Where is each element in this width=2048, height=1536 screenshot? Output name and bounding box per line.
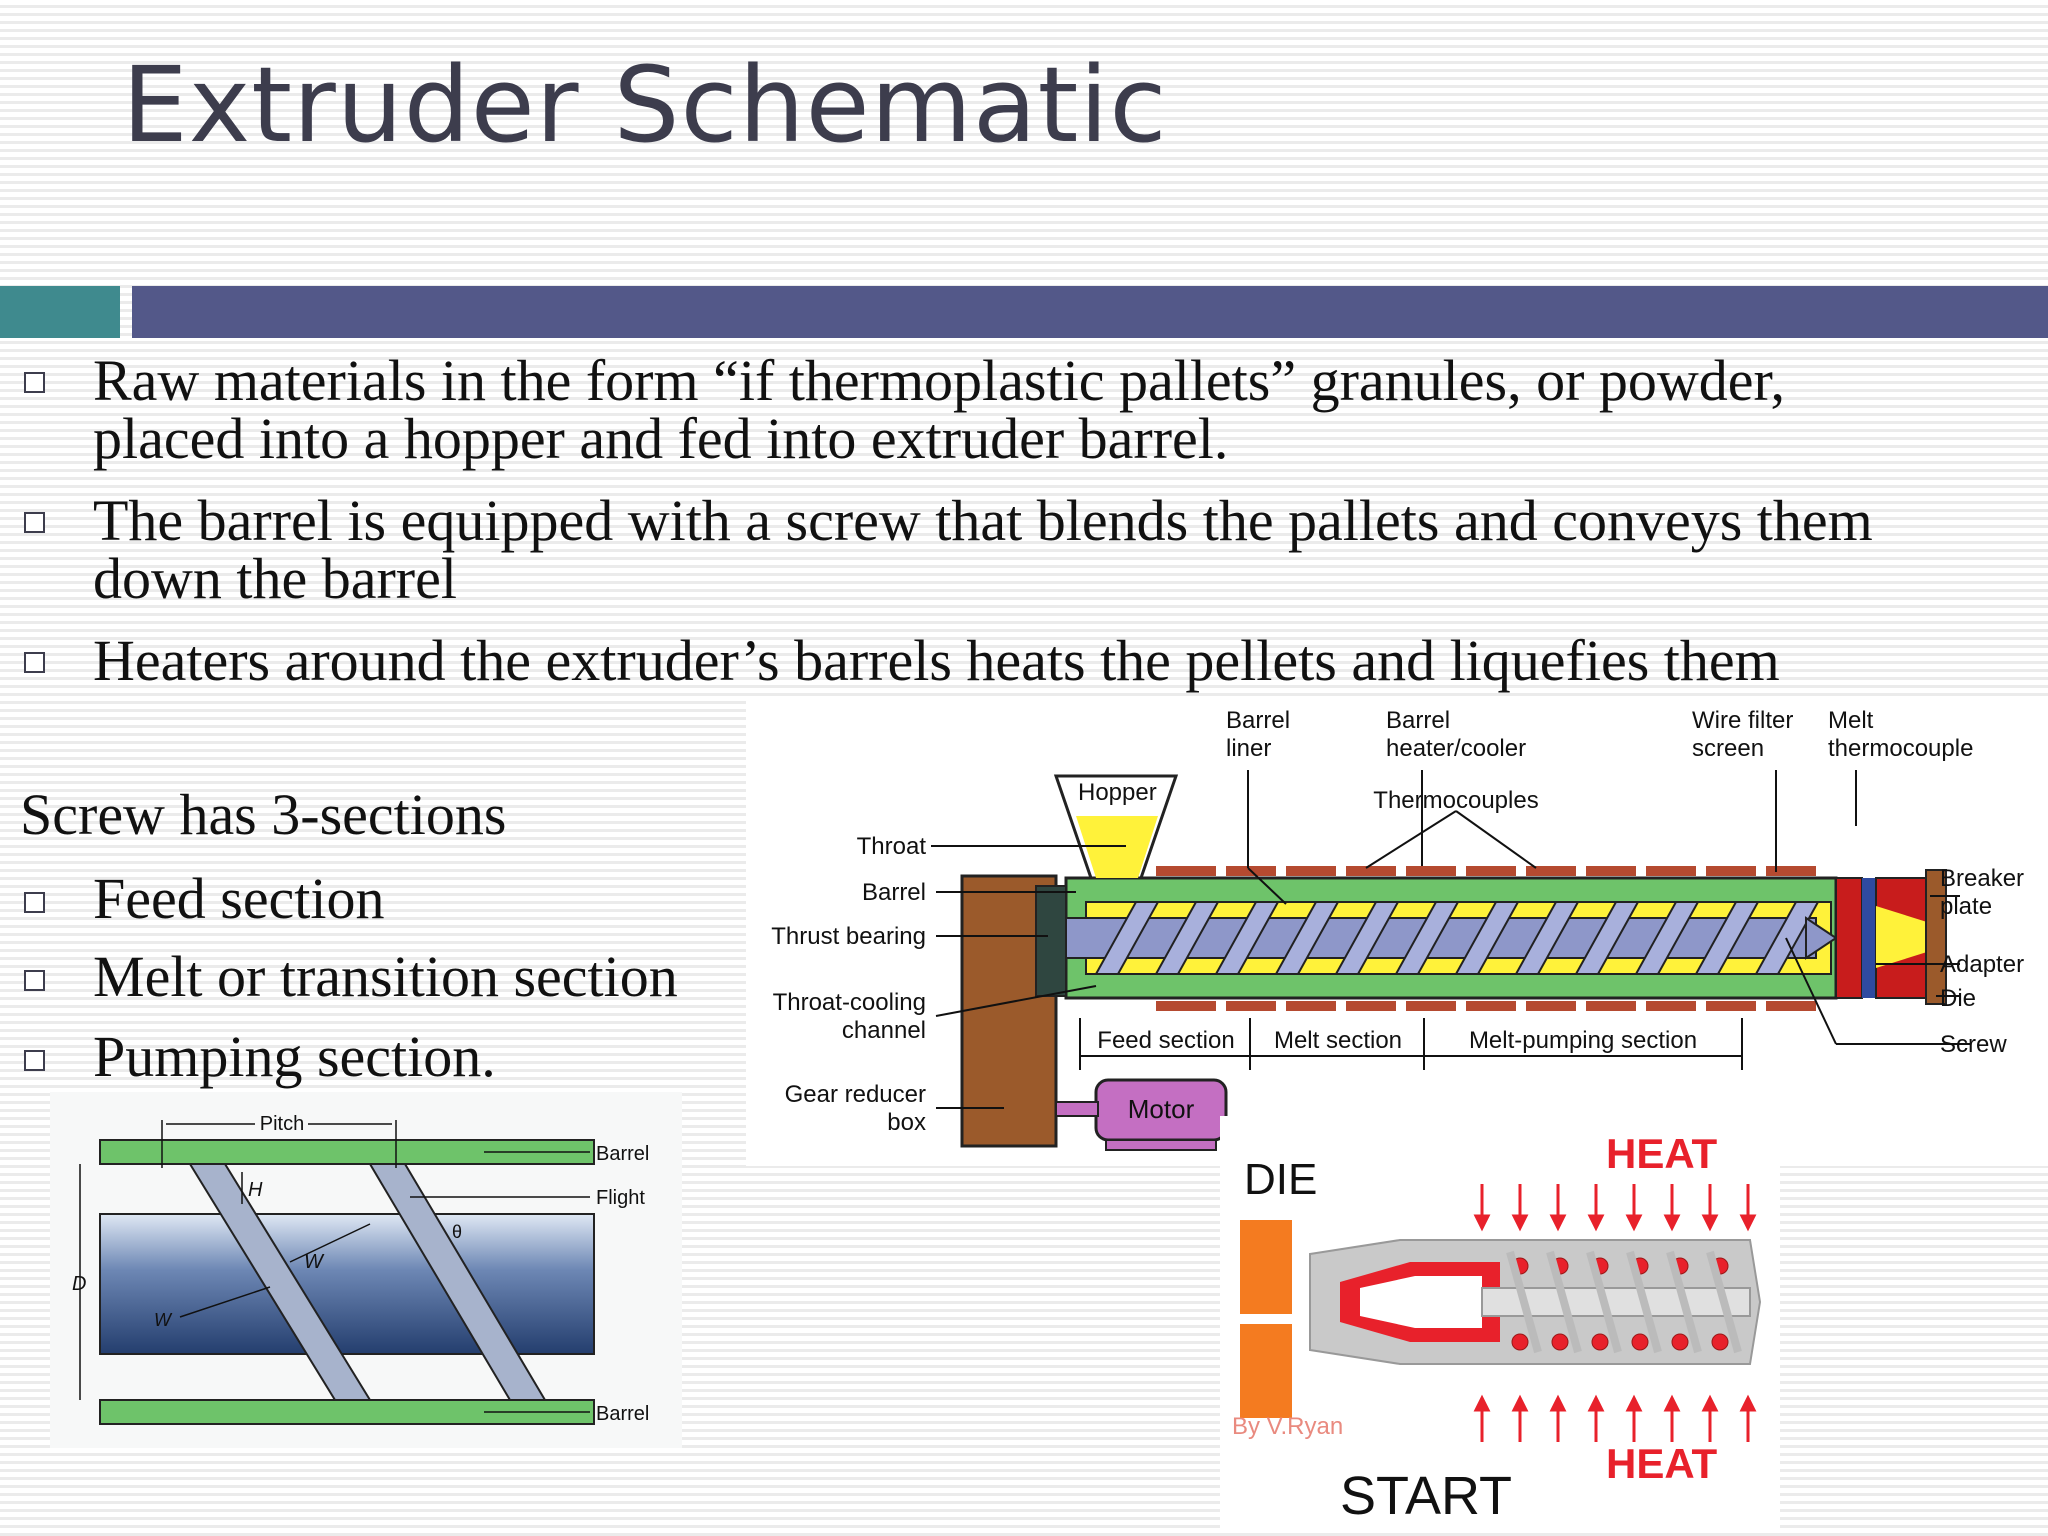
label-die: Die <box>1940 985 1976 1012</box>
bullet-square-icon <box>24 652 45 673</box>
bullet-text: Raw materials in the form “if thermoplas… <box>93 348 1786 471</box>
screw-geometry-diagram: Pitch Barrel Flight Barrel H W W D θ <box>50 1092 682 1448</box>
label-pitch: Pitch <box>260 1113 304 1135</box>
label-melt-section: Melt section <box>1274 1027 1402 1054</box>
die-plate <box>1925 869 1947 1005</box>
label-H: H <box>248 1179 263 1201</box>
label-die: DIE <box>1244 1155 1317 1204</box>
screw-root-icon <box>99 1213 595 1355</box>
label-thermocouples: Thermocouples <box>1373 787 1538 814</box>
label-hopper: Hopper <box>1078 779 1157 806</box>
label-motor: Motor <box>1128 1094 1195 1124</box>
label-start: START <box>1340 1466 1512 1526</box>
label-theta: θ <box>452 1222 462 1242</box>
heat-arrows-bottom <box>1473 1394 1757 1442</box>
thrust-bearing <box>1035 885 1067 997</box>
die-top-block <box>1240 1220 1292 1314</box>
screw-tip-icon <box>1360 1276 1482 1328</box>
label-heat-top: HEAT <box>1606 1130 1718 1177</box>
accent-bar-purple <box>132 286 2048 338</box>
screw-flights-icon <box>1506 1250 1742 1354</box>
bullet-square-icon <box>24 892 45 913</box>
flight-left-icon <box>188 1163 372 1401</box>
label-throat: Throat <box>857 833 927 860</box>
label-W-lower: W <box>154 1310 173 1330</box>
bullet-square-icon <box>24 512 45 533</box>
bullet-text: Heaters around the extruder’s barrels he… <box>93 628 1780 693</box>
label-melt-pumping: Melt-pumping section <box>1469 1027 1697 1054</box>
label-flight: Flight <box>596 1187 645 1209</box>
heat-die-diagram: DIE HEAT By V.Ryan HEAT START <box>1220 1116 1780 1528</box>
accent-bar-teal <box>0 286 120 338</box>
label-thrust-bearing: Thrust bearing <box>771 923 926 950</box>
label-adapter: Adapter <box>1940 951 2024 978</box>
section-feed: Feed section <box>93 866 385 931</box>
label-D: D <box>72 1273 86 1295</box>
breaker-plate <box>1835 877 1863 999</box>
heater-bands-bottom <box>1156 1001 1816 1011</box>
label-heat-bottom: HEAT <box>1606 1440 1718 1487</box>
wire-filter <box>1862 878 1876 998</box>
slide-title: Extruder Schematic <box>122 44 1168 166</box>
heat-arrows-top <box>1473 1184 1757 1232</box>
die-bottom-block <box>1240 1324 1292 1418</box>
section-pumping: Pumping section. <box>93 1024 496 1089</box>
dimension-lines <box>79 1120 590 1413</box>
section-dimension-lines <box>1079 1018 1743 1070</box>
motor-shaft <box>1055 1101 1099 1117</box>
bullet-square-icon <box>24 372 45 393</box>
label-W-upper: W <box>304 1251 325 1273</box>
adapter-melt <box>1876 906 1946 968</box>
label-screw: Screw <box>1940 1031 2007 1058</box>
bullet-square-icon <box>24 1050 45 1071</box>
label-feed-section: Feed section <box>1097 1027 1234 1054</box>
flight-right-icon <box>368 1163 547 1401</box>
label-credit: By V.Ryan <box>1232 1413 1343 1440</box>
label-barrel: Barrel <box>862 879 926 906</box>
screw-heading: Screw has 3-sections <box>20 782 507 847</box>
bullet-text: The barrel is equipped with a screw that… <box>93 488 1873 611</box>
screw-tip <box>1805 916 1838 960</box>
bullet-square-icon <box>24 970 45 991</box>
section-melt: Melt or transition section <box>93 944 678 1009</box>
label-barrel-bottom: Barrel <box>596 1403 649 1425</box>
screw-flights <box>1094 901 1820 975</box>
label-barrel-top: Barrel <box>596 1143 649 1165</box>
leader-lines <box>931 770 1970 1109</box>
motor-base <box>1105 1139 1217 1151</box>
